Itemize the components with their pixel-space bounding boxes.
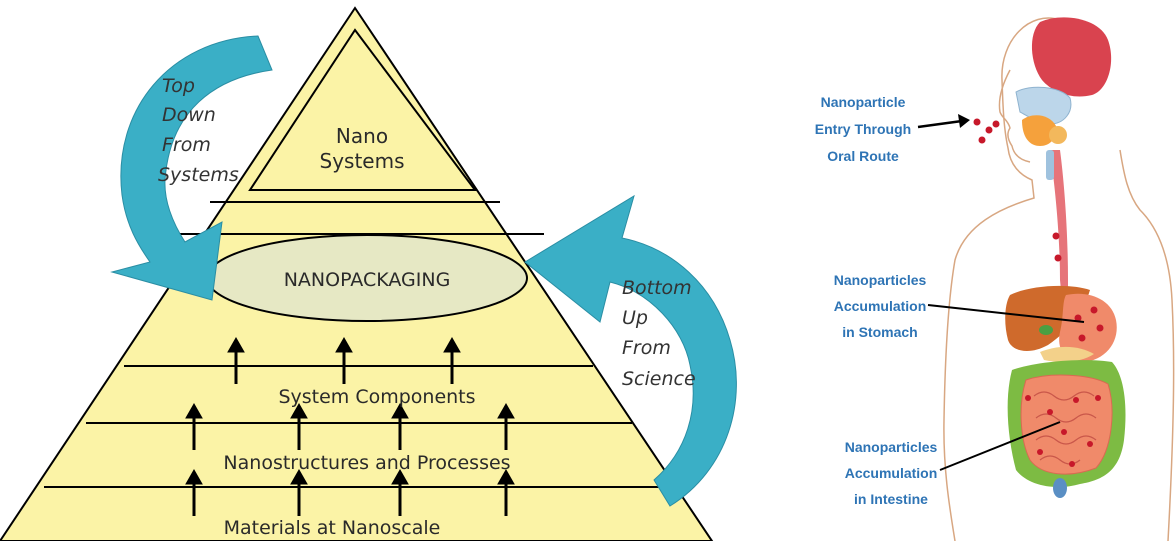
svg-text:Bottom: Bottom xyxy=(622,277,692,299)
svg-text:Nanoparticles: Nanoparticles xyxy=(845,439,938,455)
intestine-folds xyxy=(1033,391,1097,465)
throat-tissue xyxy=(1049,126,1067,144)
body-outline xyxy=(943,17,1175,541)
svg-text:Nanoparticle: Nanoparticle xyxy=(821,94,906,110)
pyramid-top-line2: Systems xyxy=(320,149,405,173)
tier-materials-nanoscale: Materials at Nanoscale xyxy=(224,517,441,539)
gallbladder xyxy=(1039,325,1053,335)
svg-text:in Stomach: in Stomach xyxy=(842,324,917,340)
oral-pointer-line xyxy=(917,119,963,129)
nano-systems-triangle xyxy=(248,28,477,191)
intestine-accumulation-label: Nanoparticles Accumulation in Intestine xyxy=(845,439,938,507)
tier-system-components: System Components xyxy=(278,386,475,408)
nanopackaging-label: NANOPACKAGING xyxy=(284,269,451,291)
svg-text:Oral Route: Oral Route xyxy=(827,148,899,164)
top-down-label: Top Down From Systems xyxy=(158,75,239,186)
face-profile xyxy=(998,69,1031,163)
oral-route-label: Nanoparticle Entry Through Oral Route xyxy=(815,94,911,164)
mouth-tongue xyxy=(1022,115,1057,146)
svg-text:From: From xyxy=(162,134,211,156)
svg-text:Accumulation: Accumulation xyxy=(834,298,927,314)
esophagus-nanoparticles xyxy=(1052,232,1062,262)
upward-arrows-row-1 xyxy=(227,336,461,384)
brain-icon xyxy=(1031,17,1112,97)
svg-text:From: From xyxy=(622,337,671,359)
nanotechnology-pyramid: Nano Systems NANOPACKAGING System Compon… xyxy=(0,6,737,541)
human-body-illustration: Nanoparticle Entry Through Oral Route Na… xyxy=(815,17,1175,541)
tier-nanostructures-processes: Nanostructures and Processes xyxy=(223,452,510,474)
svg-text:Accumulation: Accumulation xyxy=(845,465,938,481)
svg-text:in Intestine: in Intestine xyxy=(854,491,928,507)
oral-pointer-arrowhead xyxy=(958,114,970,128)
intestine-nanoparticles xyxy=(1025,395,1101,467)
entry-nanoparticles xyxy=(973,118,1000,144)
svg-text:Up: Up xyxy=(622,307,648,329)
small-intestine xyxy=(1020,374,1113,475)
trachea xyxy=(1046,150,1054,180)
svg-text:Science: Science xyxy=(622,368,696,390)
esophagus xyxy=(1050,150,1068,300)
svg-text:Entry Through: Entry Through xyxy=(815,121,911,137)
upward-arrows-row-3 xyxy=(185,468,515,516)
top-down-curved-arrow xyxy=(110,35,273,301)
svg-text:Down: Down xyxy=(162,104,216,126)
pyramid-top-line1: Nano xyxy=(336,124,388,148)
bottom-up-label: Bottom Up From Science xyxy=(622,277,696,390)
intestine-pointer-line xyxy=(939,421,1061,471)
rectum xyxy=(1053,478,1067,498)
svg-text:Systems: Systems xyxy=(158,164,239,186)
upward-arrows-row-2 xyxy=(185,402,515,450)
stomach-pointer-line xyxy=(927,304,1085,323)
bottom-up-curved-arrow xyxy=(524,194,737,507)
stomach-accumulation-label: Nanoparticles Accumulation in Stomach xyxy=(834,272,927,340)
svg-text:Nanoparticles: Nanoparticles xyxy=(834,272,927,288)
stomach xyxy=(1059,293,1117,363)
svg-text:Top: Top xyxy=(162,75,195,97)
pancreas xyxy=(1040,346,1094,362)
stomach-nanoparticles xyxy=(1074,306,1104,342)
